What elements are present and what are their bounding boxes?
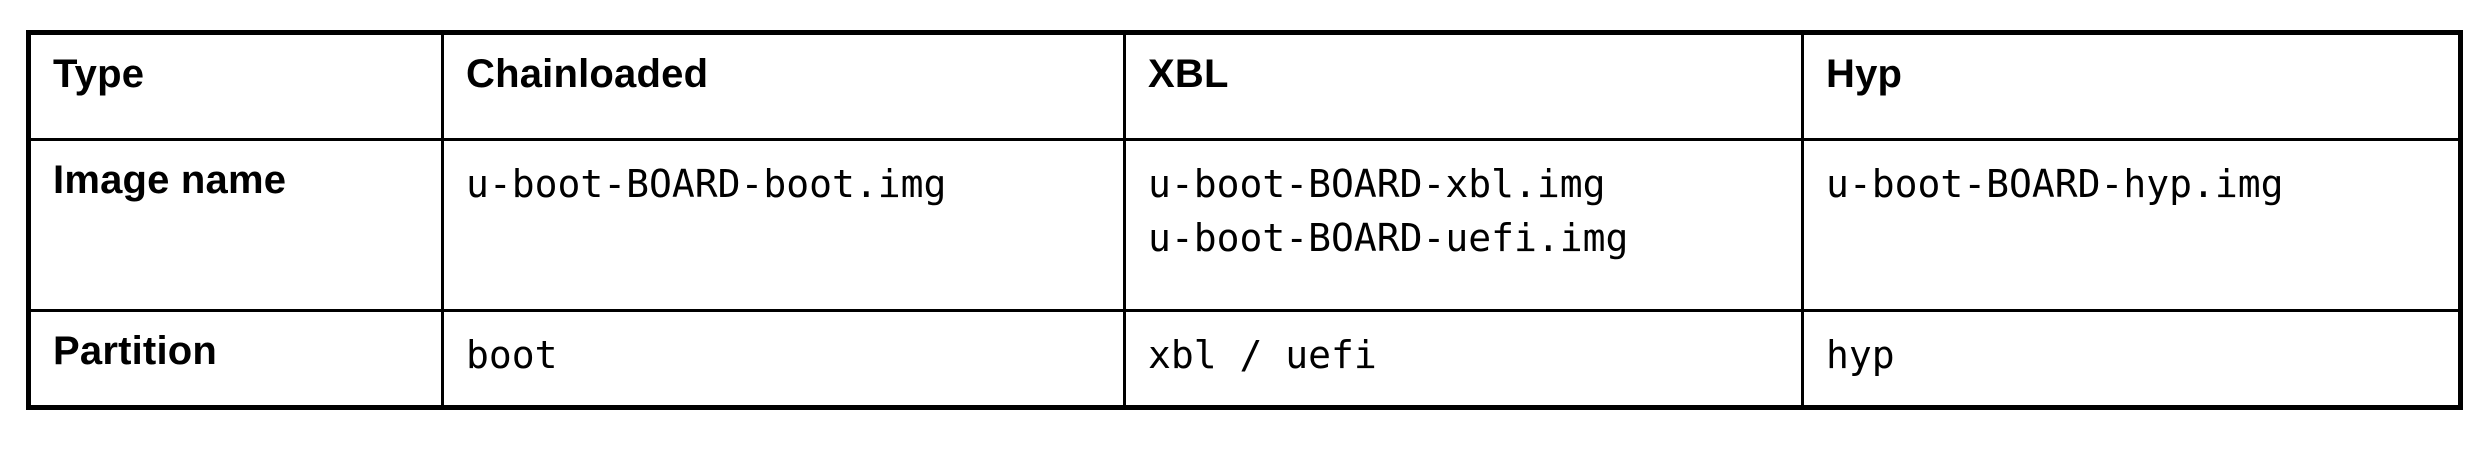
cell-partition-hyp: hyp [1801,309,2463,410]
column-header-xbl-label: XBL [1148,52,1229,96]
cell-value-line: u-boot-BOARD-xbl.img [1148,162,1606,206]
cell-value-line: hyp [1826,333,1895,377]
cell-partition-chainloaded: boot [441,309,1126,410]
column-header-xbl: XBL [1123,30,1804,141]
cell-partition-xbl: xbl / uefi [1123,309,1804,410]
column-header-chainloaded: Chainloaded [441,30,1126,141]
table-row-image-name: Image name u-boot-BOARD-boot.img u-boot-… [26,138,2463,312]
row-label-image-name: Image name [26,138,444,312]
table-header: Type Chainloaded XBL Hyp [26,30,2463,141]
boot-image-spec-table: Type Chainloaded XBL Hyp Image name [26,30,2463,410]
cell-value-line: u-boot-BOARD-hyp.img [1826,162,2284,206]
cell-value-line: u-boot-BOARD-boot.img [466,162,947,206]
table-row-partition: Partition boot xbl / uefi hyp [26,309,2463,410]
row-label-image-name-text: Image name [53,158,287,202]
row-label-partition: Partition [26,309,444,410]
cell-value-line: xbl / uefi [1148,333,1377,377]
table-body: Image name u-boot-BOARD-boot.img u-boot-… [26,138,2463,410]
cell-image-name-hyp: u-boot-BOARD-hyp.img [1801,138,2463,312]
column-header-hyp: Hyp [1801,30,2463,141]
cell-image-name-chainloaded: u-boot-BOARD-boot.img [441,138,1126,312]
column-header-chainloaded-label: Chainloaded [466,52,709,96]
cell-image-name-xbl: u-boot-BOARD-xbl.img u-boot-BOARD-uefi.i… [1123,138,1804,312]
column-header-type-label: Type [53,52,145,96]
cell-value-line: boot [466,333,558,377]
row-label-partition-text: Partition [53,329,218,373]
column-header-type: Type [26,30,444,141]
table-header-row: Type Chainloaded XBL Hyp [26,30,2463,141]
column-header-hyp-label: Hyp [1826,52,1903,96]
cell-value-line: u-boot-BOARD-uefi.img [1148,216,1629,260]
